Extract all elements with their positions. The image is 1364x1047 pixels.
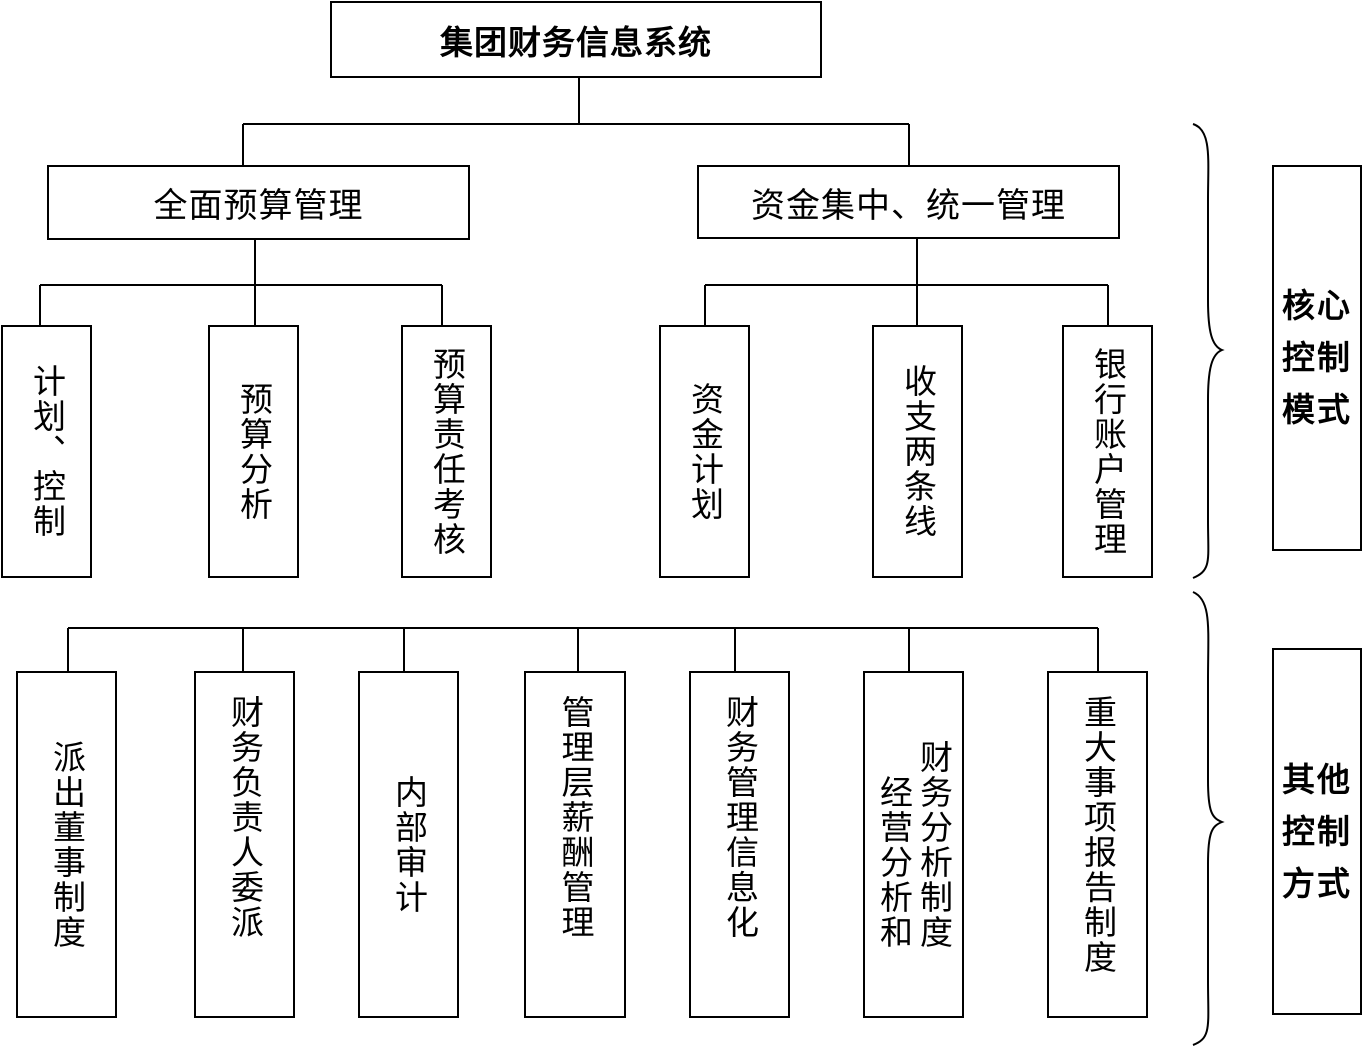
funds-child-bank-accounts: 银行账户管理 [1062, 325, 1153, 578]
other-item-label: 重大事项报告制度 [1078, 695, 1118, 975]
funds-child-label: 资金计划 [685, 381, 725, 522]
other-item-major-matters-report: 重大事项报告制度 [1047, 671, 1148, 1018]
other-control-label-box: 其他控制方式 [1272, 648, 1362, 1015]
other-item-finance-head-appointment: 财务负责人委派 [194, 671, 295, 1018]
funds-child-plan: 资金计划 [659, 325, 750, 578]
funds-title: 资金集中、统一管理 [751, 185, 1066, 226]
other-item-finance-informatization: 财务管理信息化 [689, 671, 790, 1018]
other-item-label: 管理层薪酬管理 [556, 695, 595, 940]
other-item-internal-audit: 内部审计 [358, 671, 459, 1018]
other-item-analysis-system: 财务分析制度 经营分析和 [863, 671, 964, 1018]
budget-title: 全面预算管理 [153, 186, 364, 226]
budget-child-analysis: 预算分析 [208, 325, 299, 578]
other-item-two-columns: 财务分析制度 经营分析和 [874, 739, 954, 951]
root-box: 集团财务信息系统 [330, 1, 822, 78]
funds-child-label: 银行账户管理 [1088, 346, 1128, 557]
budget-child-label: 预算分析 [234, 381, 274, 522]
budget-box: 全面预算管理 [47, 165, 470, 240]
funds-child-label: 收支两条线 [898, 364, 938, 539]
root-title: 集团财务信息系统 [440, 22, 712, 62]
budget-child-responsibility: 预算责任考核 [401, 325, 492, 578]
core-control-label: 核心控制模式 [1282, 286, 1352, 429]
other-item-label: 内部审计 [389, 774, 429, 915]
other-item-label: 经营分析和 [874, 775, 914, 950]
budget-child-label: 计划、控制 [27, 364, 67, 539]
other-item-management-compensation: 管理层薪酬管理 [524, 671, 626, 1018]
funds-box: 资金集中、统一管理 [697, 165, 1120, 239]
other-item-label: 财务负责人委派 [225, 695, 265, 940]
core-control-label-box: 核心控制模式 [1272, 165, 1362, 551]
other-item-label: 派出董事制度 [47, 739, 87, 950]
funds-child-two-lines: 收支两条线 [872, 325, 963, 578]
other-control-label: 其他控制方式 [1282, 759, 1352, 903]
other-item-label: 财务管理信息化 [720, 695, 760, 940]
other-item-label: 财务分析制度 [914, 739, 954, 950]
other-item-dispatched-directors: 派出董事制度 [16, 671, 117, 1018]
budget-child-plan-control: 计划、控制 [1, 325, 92, 578]
budget-child-label: 预算责任考核 [427, 346, 467, 557]
